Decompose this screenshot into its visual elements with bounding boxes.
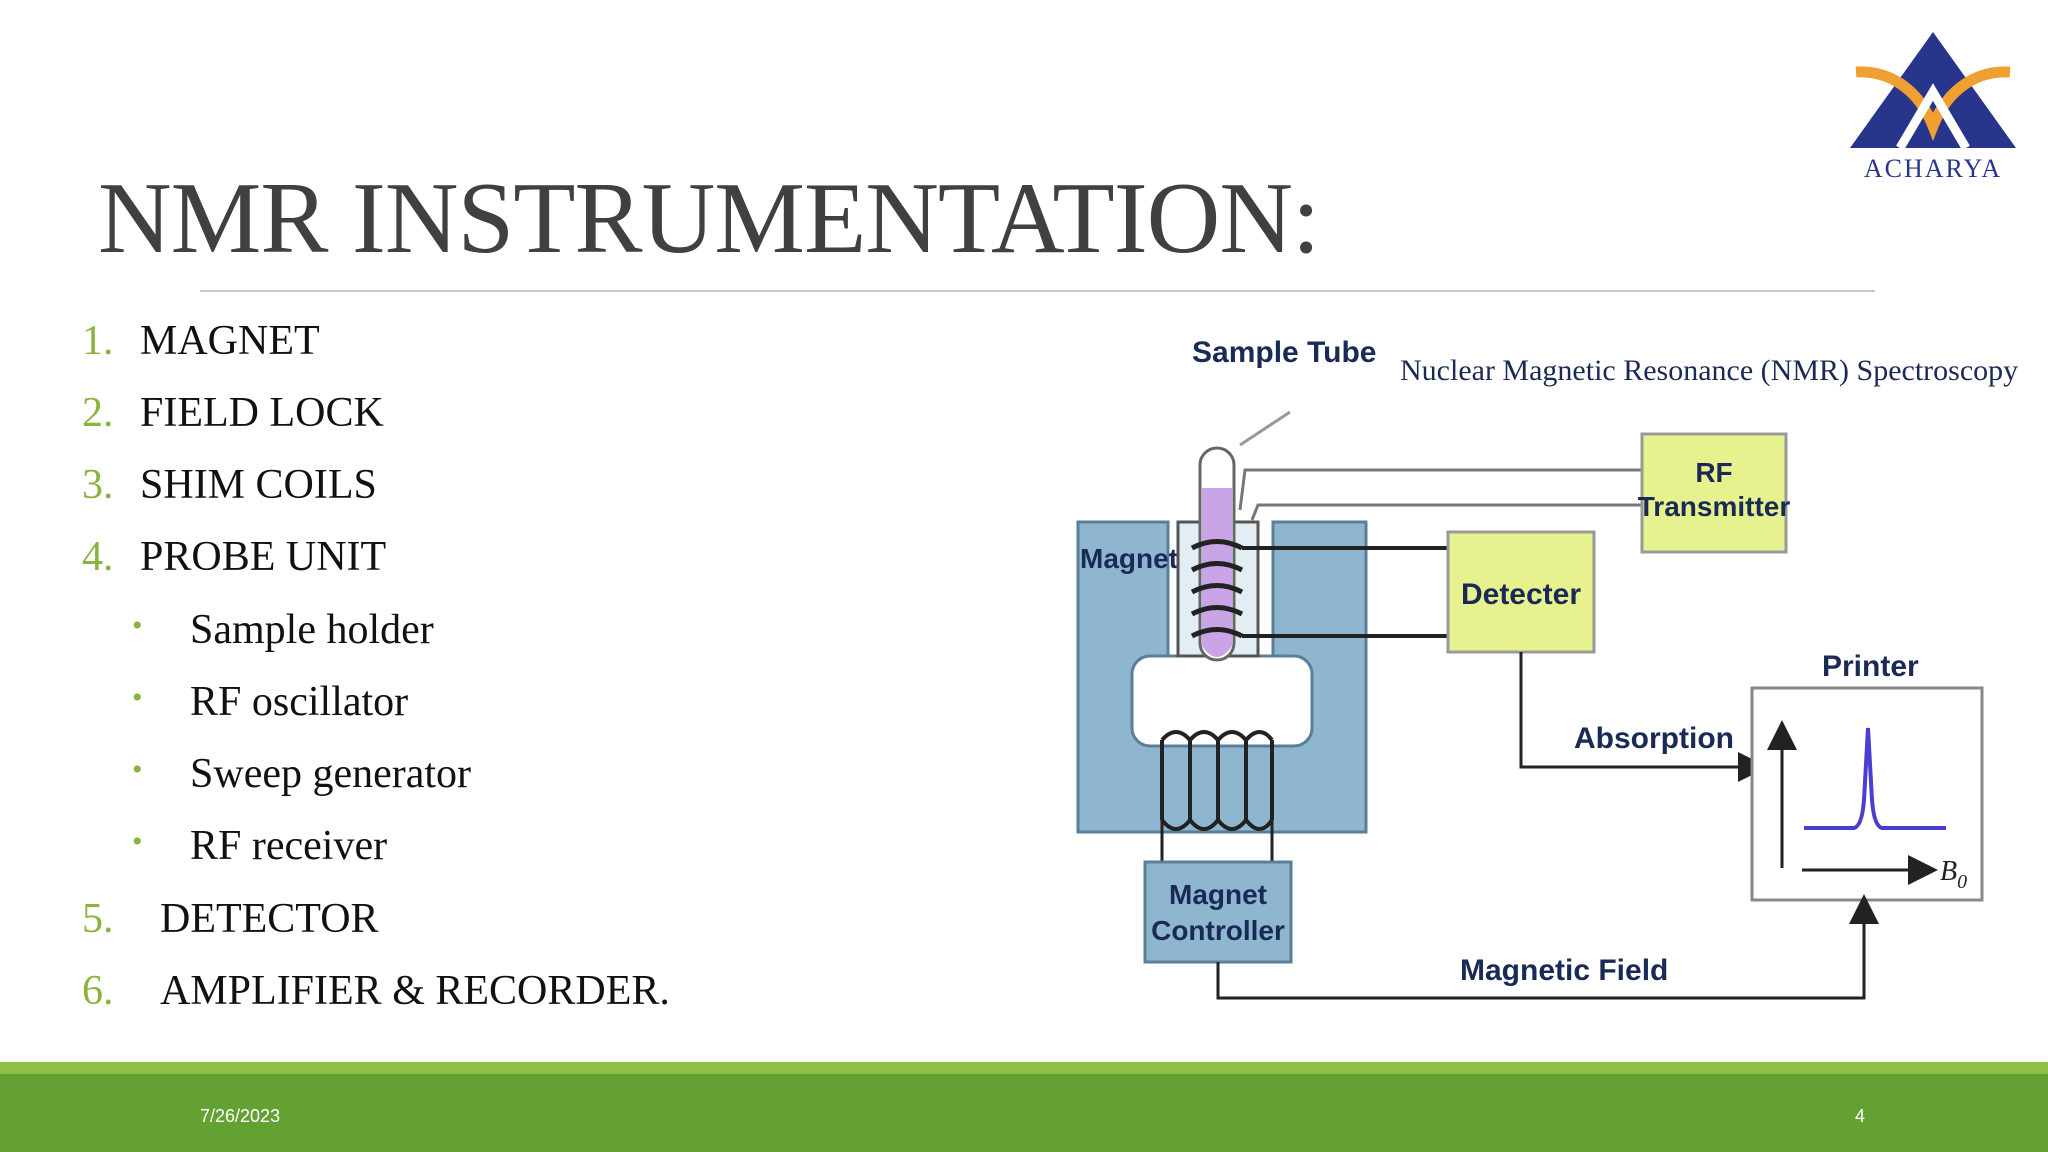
- footer-band: [0, 1074, 2048, 1152]
- magnet-gap: [1130, 654, 1314, 748]
- bullet-icon: •: [132, 681, 143, 714]
- list-number: 5.: [82, 896, 114, 942]
- magnetic-field-line: [1216, 894, 1879, 1000]
- list-number: 4.: [82, 534, 114, 580]
- nmr-diagram: Nuclear Magnetic Resonance (NMR) Spectro…: [1076, 336, 2018, 1000]
- list-label: FIELD LOCK: [140, 390, 384, 436]
- list-number: 6.: [82, 968, 114, 1014]
- magnet-controller-label-line2: Controller: [1151, 915, 1285, 946]
- wire-transmitter-1: [1238, 468, 1642, 511]
- list-number: 2.: [82, 390, 114, 436]
- absorption-label: Absorption: [1574, 722, 1734, 755]
- sub-list-label: Sample holder: [190, 607, 434, 653]
- bullet-icon: •: [132, 753, 143, 786]
- title-divider: [200, 290, 1875, 292]
- list-number: 3.: [82, 462, 114, 508]
- rf-coil: [1190, 539, 1244, 639]
- magnet-controller-box: [1143, 860, 1293, 964]
- sample-liquid: [1202, 488, 1232, 657]
- b0-letter: B: [1940, 856, 1957, 887]
- b0-subscript: 0: [1957, 871, 1967, 893]
- b0-axis-label: B0: [1940, 856, 1967, 893]
- detecter-box: [1446, 530, 1596, 654]
- magnet-controller-label-line1: Magnet: [1169, 879, 1267, 910]
- magnet-label: Magnet: [1080, 543, 1178, 574]
- acharya-logo: ACHARYA: [1848, 30, 2018, 183]
- absorption-arrow: [1519, 652, 1768, 782]
- list-label: PROBE UNIT: [140, 534, 387, 580]
- magnet-body: [1076, 520, 1368, 834]
- footer-accent-band: [0, 1062, 2048, 1074]
- magnetic-field-label: Magnetic Field: [1460, 954, 1668, 987]
- sub-list-label: Sweep generator: [190, 751, 472, 797]
- magnet-coil: [1160, 740, 1274, 820]
- sub-list-label: RF receiver: [190, 823, 388, 869]
- list-label: MAGNET: [140, 318, 320, 364]
- logo-text: ACHARYA: [1863, 154, 2003, 183]
- list-label: AMPLIFIER & RECORDER.: [160, 968, 670, 1014]
- list-label: DETECTOR: [160, 896, 379, 942]
- nmr-peak: [1804, 727, 1946, 830]
- footer-date: 7/26/2023: [200, 1106, 281, 1126]
- page-number: 4: [1855, 1106, 1866, 1126]
- magnet-coil-bottom: [1160, 818, 1274, 831]
- slide-title: NMR INSTRUMENTATION:: [98, 162, 1320, 275]
- printer-label: Printer: [1822, 650, 1919, 683]
- rf-transmitter-label-line1: RF: [1695, 457, 1732, 488]
- bullet-icon: •: [132, 825, 143, 858]
- bullet-icon: •: [132, 609, 143, 642]
- wire-transmitter-2: [1250, 503, 1642, 521]
- rf-transmitter-label-line2: Transmitter: [1638, 491, 1791, 522]
- list-label: SHIM COILS: [140, 462, 377, 508]
- sample-tube-label: Sample Tube: [1192, 336, 1376, 369]
- diagram-title: Nuclear Magnetic Resonance (NMR) Spectro…: [1400, 354, 2018, 387]
- detecter-label: Detecter: [1461, 578, 1581, 611]
- magnet-coil-top: [1160, 730, 1274, 742]
- rf-transmitter-box: [1640, 432, 1788, 554]
- sub-list-label: RF oscillator: [190, 679, 409, 725]
- sample-tube-pointer: [1239, 410, 1291, 447]
- list-number: 1.: [82, 318, 114, 364]
- acharya-logo-mark: [1850, 32, 2016, 151]
